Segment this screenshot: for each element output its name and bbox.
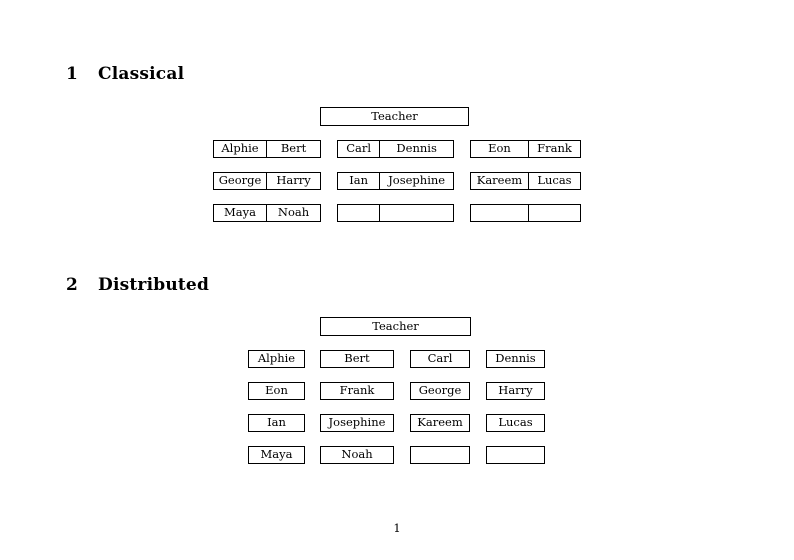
page-number: 1 — [393, 521, 401, 535]
table-cell — [471, 205, 529, 221]
teacher-box-classical: Teacher — [320, 107, 469, 126]
distributed-box: Eon — [248, 382, 305, 400]
distributed-box: Maya — [248, 446, 305, 464]
table-cell — [338, 205, 381, 221]
table-cell: Ian — [338, 173, 381, 189]
distributed-box: Josephine — [320, 414, 394, 432]
classical-group-left-row-1: Alphie Bert — [213, 140, 321, 158]
section-number: 1 — [66, 64, 79, 84]
classical-group-middle-row-3 — [337, 204, 454, 222]
distributed-box — [486, 446, 545, 464]
table-cell: Frank — [537, 141, 572, 156]
distributed-box: Bert — [320, 350, 394, 368]
distributed-box: Lucas — [486, 414, 545, 432]
teacher-box-distributed: Teacher — [320, 317, 471, 336]
distributed-box: Carl — [410, 350, 470, 368]
table-cell — [529, 205, 580, 221]
distributed-box: Ian — [248, 414, 305, 432]
teacher-label: Teacher — [372, 318, 419, 333]
table-cell: Lucas — [537, 173, 572, 188]
table-cell: Bert — [280, 141, 307, 156]
distributed-box: Alphie — [248, 350, 305, 368]
distributed-box: George — [410, 382, 470, 400]
table-cell: Alphie — [214, 141, 268, 157]
table-cell: Josephine — [388, 173, 446, 188]
classical-group-right-row-2: Kareem Lucas — [470, 172, 581, 190]
distributed-box: Frank — [320, 382, 394, 400]
section-heading-classical: 1 Classical — [66, 64, 184, 84]
table-cell: Dennis — [396, 141, 437, 156]
classical-group-middle-row-2: Ian Josephine — [337, 172, 454, 190]
table-cell — [380, 205, 453, 221]
section-title: Classical — [98, 64, 185, 84]
distributed-box: Dennis — [486, 350, 545, 368]
teacher-label: Teacher — [371, 108, 418, 123]
distributed-box: Kareem — [410, 414, 470, 432]
distributed-box — [410, 446, 470, 464]
section-heading-distributed: 2 Distributed — [66, 275, 209, 295]
section-title: Distributed — [98, 275, 210, 295]
distributed-box: Harry — [486, 382, 545, 400]
table-cell: Carl — [338, 141, 381, 157]
classical-group-right-row-3 — [470, 204, 581, 222]
classical-group-right-row-1: Eon Frank — [470, 140, 581, 158]
classical-group-left-row-3: Maya Noah — [213, 204, 321, 222]
table-cell: George — [214, 173, 268, 189]
distributed-box: Noah — [320, 446, 394, 464]
classical-group-left-row-2: George Harry — [213, 172, 321, 190]
table-cell: Eon — [471, 141, 529, 157]
table-cell: Harry — [276, 173, 311, 188]
table-cell: Kareem — [471, 173, 529, 189]
table-cell: Noah — [277, 205, 310, 220]
table-cell: Maya — [214, 205, 268, 221]
section-number: 2 — [66, 275, 79, 295]
classical-group-middle-row-1: Carl Dennis — [337, 140, 454, 158]
